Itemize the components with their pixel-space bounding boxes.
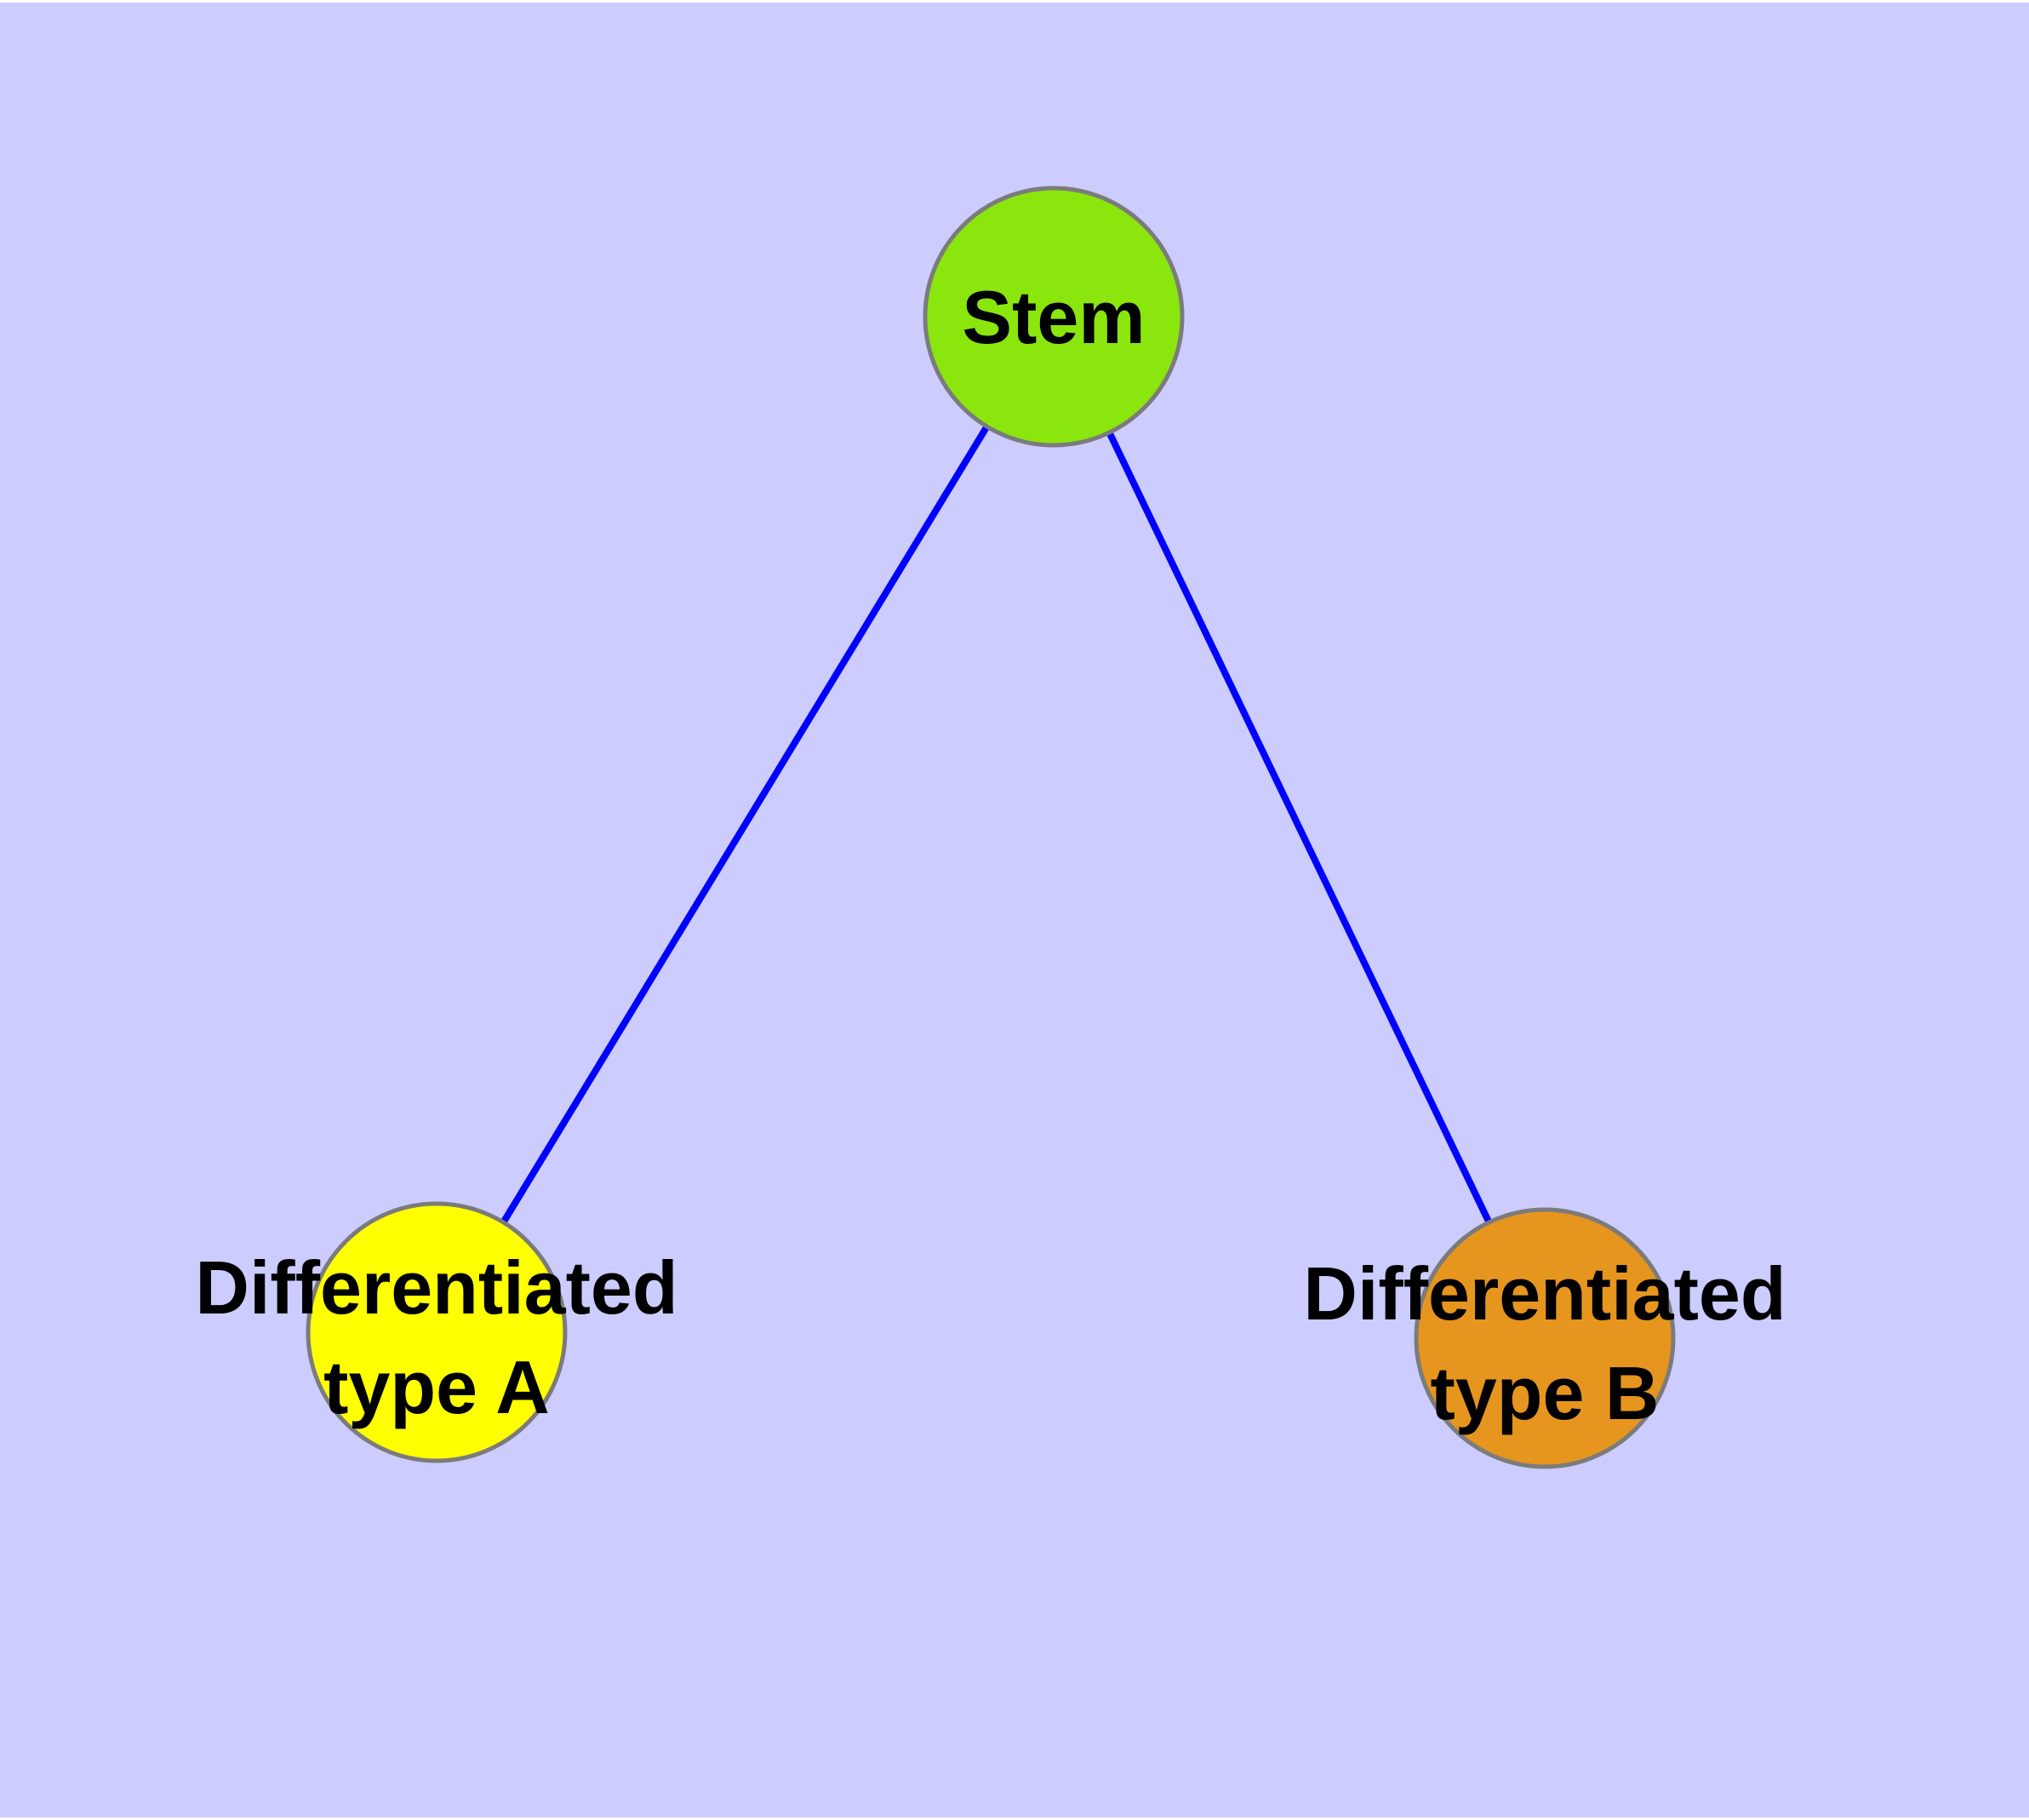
node-stem — [923, 186, 1185, 448]
node-type-b-label-line-1: Differentiated — [1303, 1251, 1786, 1336]
node-differentiated-type-b — [1414, 1207, 1676, 1469]
edge-stem-to-type-a — [433, 314, 1057, 1335]
edge-stem-to-type-b — [1050, 315, 1548, 1340]
node-type-b-label-line-2: type B — [1431, 1351, 1660, 1435]
node-type-a-label-line-2: type A — [323, 1345, 550, 1429]
node-differentiated-type-a — [306, 1201, 568, 1463]
node-type-a-label-line-1: Differentiated — [195, 1245, 677, 1330]
node-stem-label: Stem — [962, 275, 1145, 359]
